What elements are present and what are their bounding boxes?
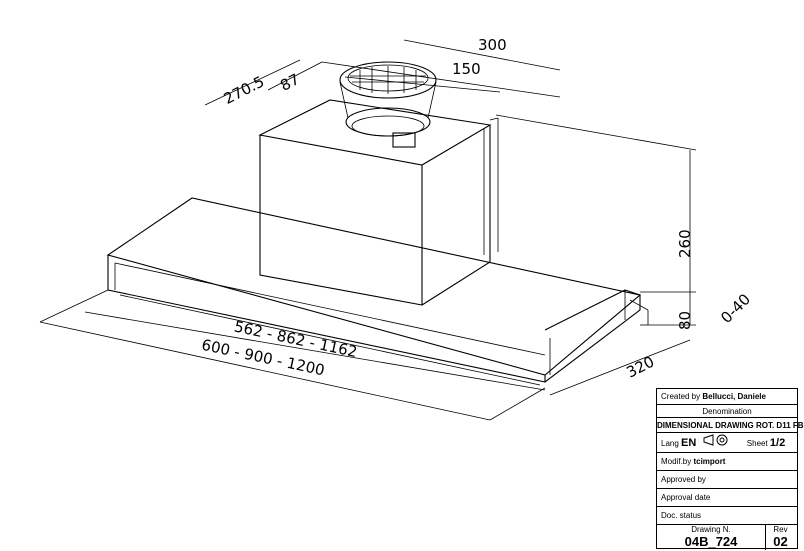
lang-value: EN [681,437,697,449]
dim-0-40: 0-40 [717,290,754,327]
drawing-label: Drawing N. [691,525,731,534]
approval-date-label: Approval date [657,489,797,507]
dim-260: 260 [676,229,694,258]
dim-320: 320 [623,353,657,382]
dim-270-5: 270.5 [221,72,267,108]
chimney-box [258,99,499,306]
drawing-value: 04B_724 [684,534,738,549]
hood-base [106,197,649,386]
modified-row: Modif.by tcimport [657,453,797,471]
sheet-label: Sheet [746,439,768,448]
doc-status-label: Doc. status [657,507,797,525]
projection-symbol-icon [703,434,731,454]
rev-value: 02 [773,534,788,549]
rev-label: Rev [773,525,788,534]
sheet-value: 1/2 [769,437,786,449]
dim-80: 80 [676,311,694,330]
title-block: Created by Bellucci, Daniele Denominatio… [656,388,804,550]
denomination-label: Denomination [657,405,797,418]
lang-row: Lang EN Sheet 1/2 [657,433,797,453]
drawing-number-cell: Drawing N. 04B_724 [657,525,766,550]
created-label: Created by [661,392,701,401]
dimension-lines [39,39,697,421]
lang-label: Lang [661,439,679,448]
dim-150: 150 [452,60,481,78]
approved-label: Approved by [657,471,797,489]
revision-cell: Rev 02 [765,525,796,550]
modified-label: Modif.by [661,457,692,466]
dim-300: 300 [478,36,507,54]
duct-outlet [339,61,437,148]
created-row: Created by Bellucci, Daniele [657,389,797,405]
modified-value: tcimport [693,457,726,466]
created-value: Bellucci, Daniele [702,392,766,401]
denomination-value: DIMENSIONAL DRAWING ROT. D11 FB [657,418,804,433]
